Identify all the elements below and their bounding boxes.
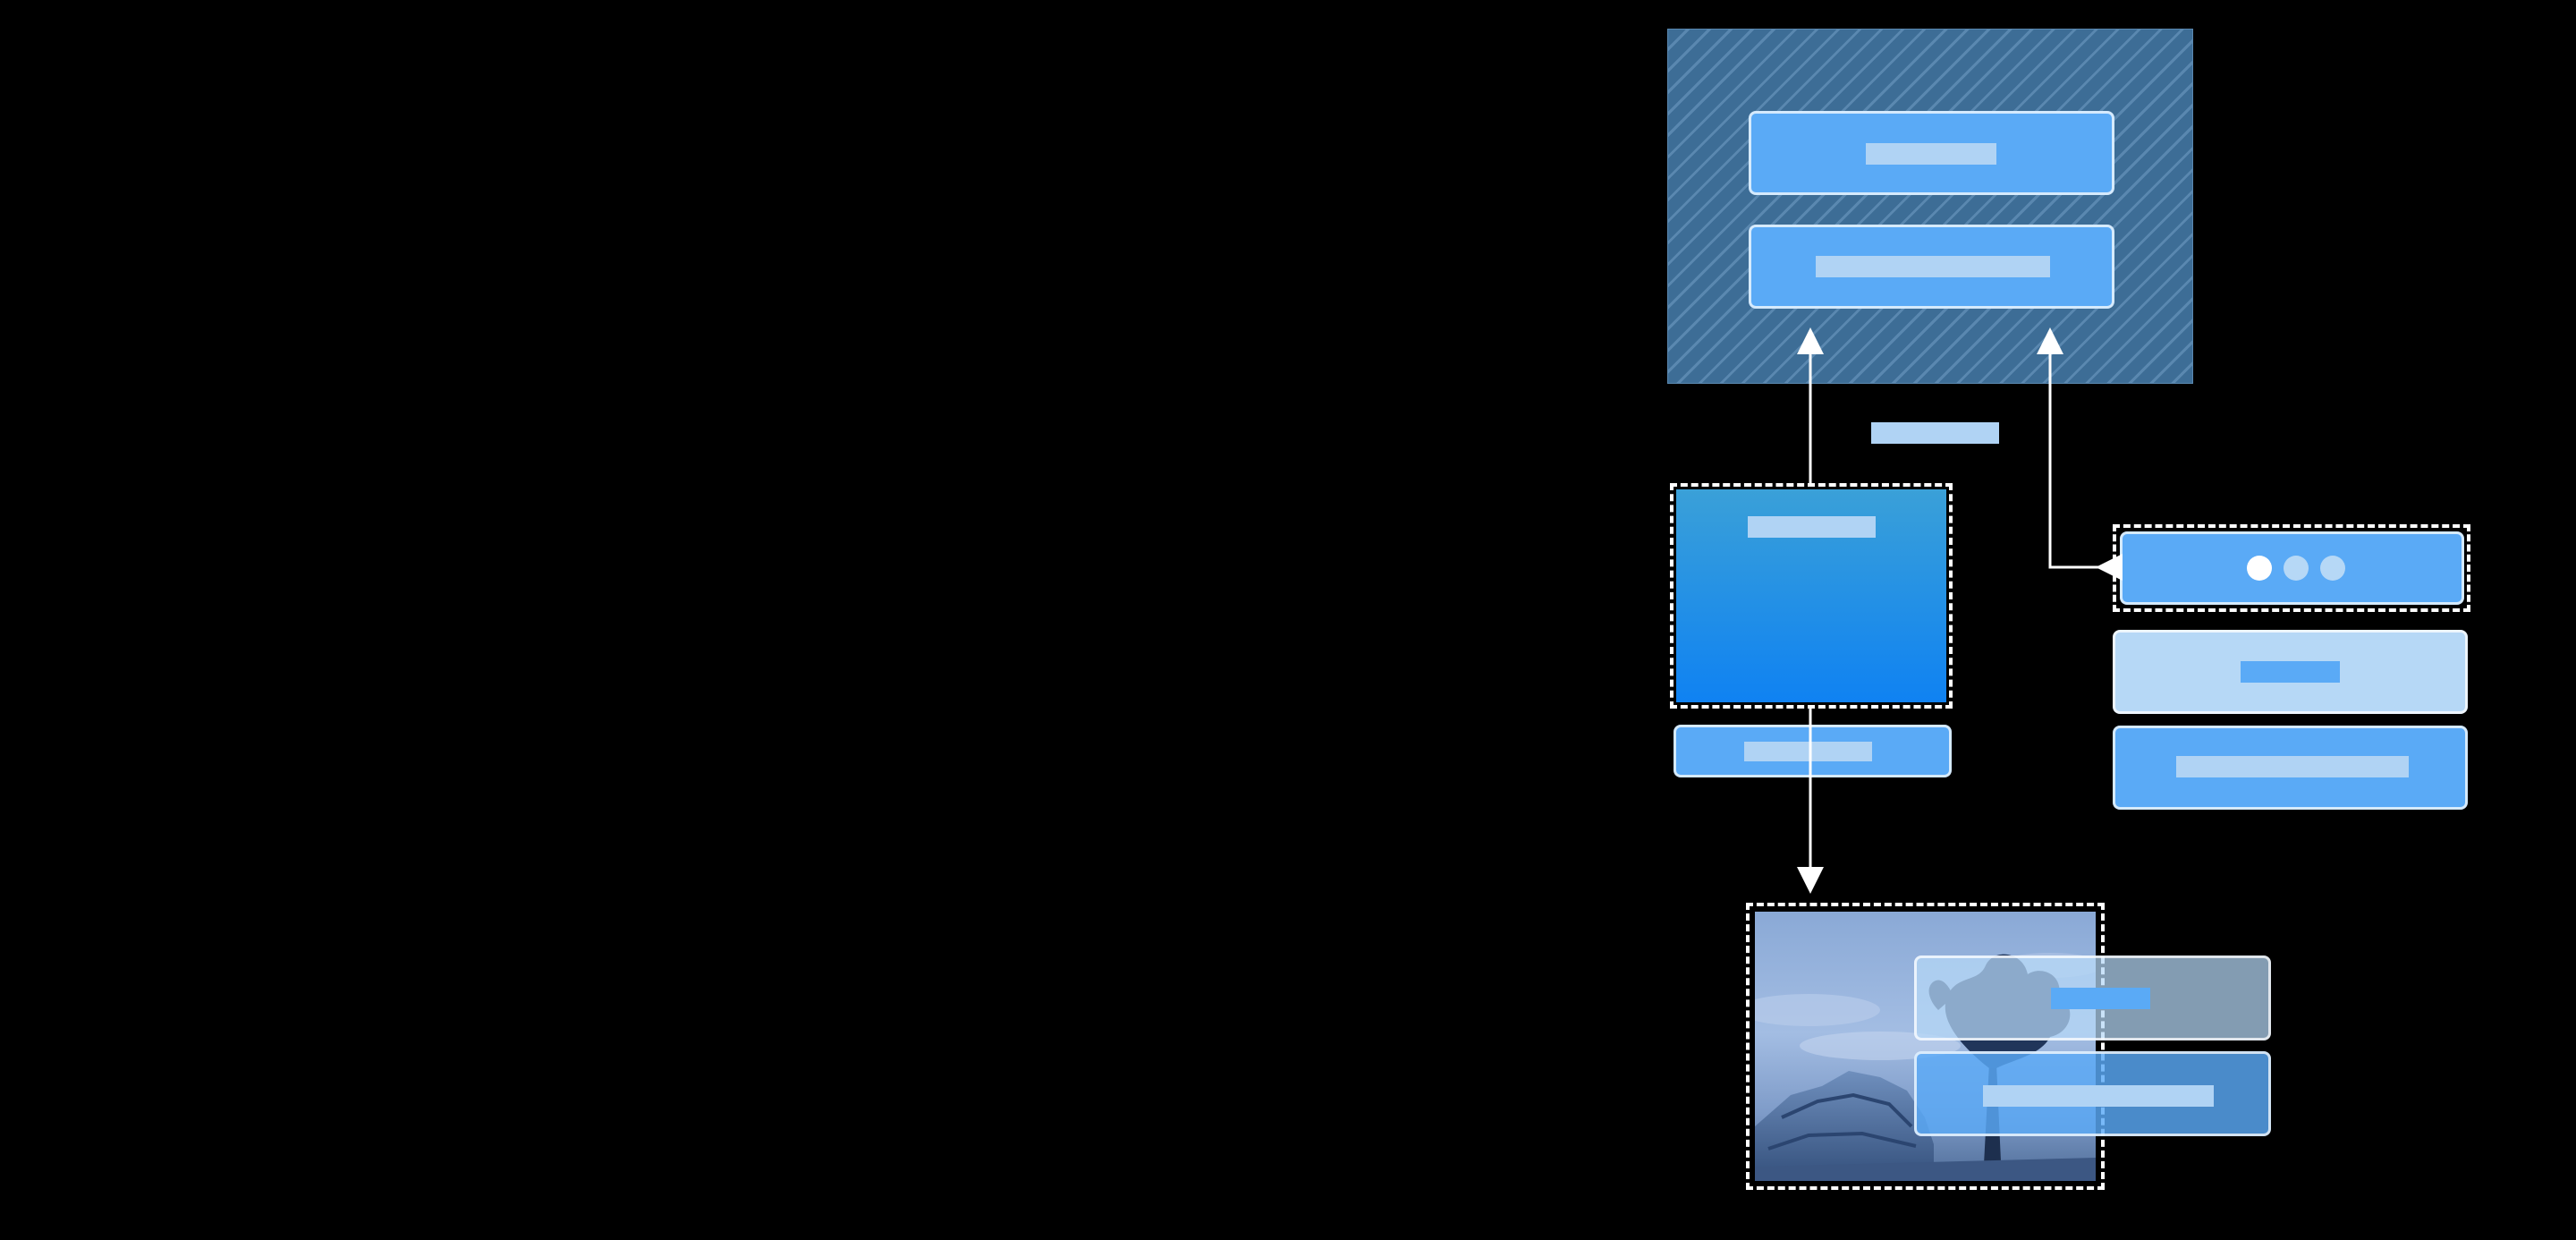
- right-panel-light[interactable]: [2113, 630, 2468, 714]
- right-panel-blue[interactable]: [2113, 726, 2468, 810]
- gradient-card-selection: [1670, 483, 1953, 709]
- photo-overlay-blue-text-placeholder: [1983, 1085, 2214, 1107]
- page-dot[interactable]: [2284, 556, 2309, 581]
- landscape-photo-icon[interactable]: [1755, 912, 2096, 1181]
- gradient-card-title-placeholder: [1748, 516, 1876, 538]
- page-dot-active[interactable]: [2247, 556, 2272, 581]
- top-container-panel-2[interactable]: [1749, 225, 2114, 309]
- photo-selection: [1746, 903, 2105, 1190]
- photo-overlay-panel-light[interactable]: [1914, 955, 2271, 1040]
- top-container-panel-1[interactable]: [1749, 111, 2114, 195]
- landscape-photo-illustration: [1755, 953, 2096, 1181]
- gradient-card-caption-panel[interactable]: [1674, 725, 1952, 777]
- page-dot[interactable]: [2320, 556, 2345, 581]
- photo-overlay-light-text-placeholder: [2051, 988, 2150, 1009]
- page-indicator-dots-icon: [2247, 556, 2345, 582]
- gradient-card[interactable]: [1676, 489, 1946, 702]
- top-container: [1667, 29, 2193, 384]
- photo-overlay-panel-blue[interactable]: [1914, 1051, 2271, 1136]
- connector-label-placeholder: [1871, 422, 1999, 444]
- right-panel-light-text-placeholder: [2241, 661, 2340, 683]
- page-indicator-panel[interactable]: [2120, 531, 2464, 605]
- right-panel-blue-text-placeholder: [2176, 756, 2409, 777]
- gradient-card-caption-placeholder: [1744, 742, 1872, 761]
- top-container-panel-1-text-placeholder: [1866, 143, 1996, 165]
- top-container-panel-2-text-placeholder: [1816, 256, 2050, 277]
